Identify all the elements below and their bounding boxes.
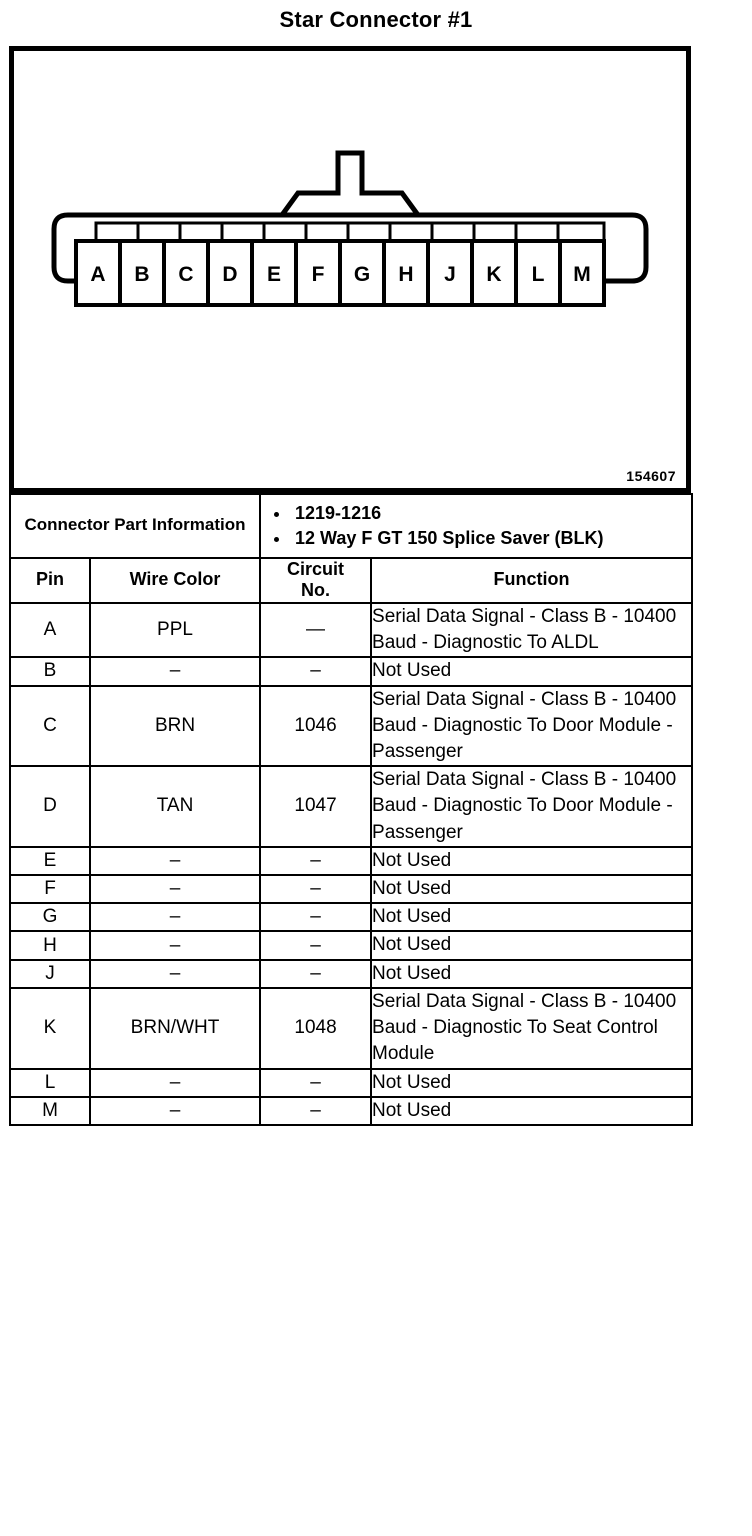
table-row: F – – Not Used [9, 874, 694, 905]
cell-pin: G [9, 902, 91, 933]
part-number-item: 1219-1216 [291, 501, 685, 526]
cell-function: Not Used [370, 1067, 694, 1098]
pin-label-l: L [532, 263, 545, 286]
cell-circuit-no: – [259, 845, 373, 877]
connector-face-svg: A B C D E F G H J K L M [51, 150, 649, 307]
cell-wire-color: TAN [88, 765, 262, 848]
cell-function: Serial Data Signal - Class B - 10400 Bau… [370, 684, 694, 768]
pin-label-f: F [312, 263, 325, 286]
cell-circuit-no: – [259, 656, 373, 687]
cell-circuit-no: – [259, 902, 373, 933]
cell-circuit-no: – [259, 874, 373, 905]
connector-part-information-label: Connector Part Information [8, 493, 262, 559]
cell-function: Not Used [370, 958, 694, 989]
pin-label-m: M [573, 263, 591, 286]
header-pin: Pin [9, 556, 91, 604]
table-row: K BRN/WHT 1048 Serial Data Signal - Clas… [9, 986, 694, 1070]
table-row: M – – Not Used [9, 1095, 694, 1127]
cell-circuit-no: 1046 [259, 684, 373, 768]
pin-label-b: B [134, 263, 149, 286]
connector-pin-table: Connector Part Information 1219-1216 12 … [8, 493, 694, 1127]
header-function: Function [370, 556, 694, 604]
cell-pin: E [9, 845, 91, 877]
part-description-item: 12 Way F GT 150 Splice Saver (BLK) [291, 526, 685, 551]
cell-pin: C [9, 684, 91, 768]
pin-label-a: A [90, 263, 105, 286]
cell-function: Not Used [370, 930, 694, 961]
cell-wire-color: – [88, 902, 262, 933]
connector-diagram-frame: A B C D E F G H J K L M 154607 [9, 46, 691, 493]
cell-circuit-no: – [259, 1095, 373, 1127]
cell-wire-color: BRN/WHT [88, 986, 262, 1070]
cell-function: Serial Data Signal - Class B - 10400 Bau… [370, 765, 694, 848]
table-row: E – – Not Used [9, 845, 694, 877]
cell-pin: K [9, 986, 91, 1070]
table-row: J – – Not Used [9, 958, 694, 989]
cell-circuit-no: – [259, 930, 373, 961]
page-title: Star Connector #1 [279, 7, 473, 32]
cell-function: Serial Data Signal - Class B - 10400 Bau… [370, 601, 694, 659]
pin-label-c: C [178, 263, 193, 286]
cell-circuit-no: 1048 [259, 986, 373, 1070]
header-wire-color: Wire Color [88, 556, 262, 604]
cell-pin: M [9, 1095, 91, 1127]
cell-function: Not Used [370, 845, 694, 877]
figure-number: 154607 [626, 468, 676, 484]
lock-tab-shape [277, 150, 423, 218]
cell-function: Not Used [370, 902, 694, 933]
header-circuit-no-line1: Circuit [287, 558, 345, 579]
table-row: B – – Not Used [9, 656, 694, 687]
cell-pin: J [9, 958, 91, 989]
upper-cavity-row [94, 221, 606, 243]
pin-label-d: D [222, 263, 237, 286]
cell-circuit-no: — [259, 601, 373, 659]
pin-letter-labels: A B C D E F G H J K L M [90, 263, 590, 286]
pin-label-h: H [398, 263, 413, 286]
cell-wire-color: – [88, 845, 262, 877]
cell-wire-color: – [88, 1095, 262, 1127]
connector-part-information-row: Connector Part Information 1219-1216 12 … [8, 493, 694, 559]
cell-wire-color: – [88, 930, 262, 961]
table-row: D TAN 1047 Serial Data Signal - Class B … [9, 765, 694, 848]
connector-part-information-values: 1219-1216 12 Way F GT 150 Splice Saver (… [259, 493, 694, 559]
cell-pin: H [9, 930, 91, 961]
cell-wire-color: PPL [88, 601, 262, 659]
cell-pin: B [9, 656, 91, 687]
cell-pin: A [9, 601, 91, 659]
pin-cavity-row [74, 239, 606, 307]
cell-pin: D [9, 765, 91, 848]
table-row: H – – Not Used [9, 930, 694, 961]
cell-circuit-no: 1047 [259, 765, 373, 848]
cell-function: Not Used [370, 874, 694, 905]
connector-drawing: A B C D E F G H J K L M [14, 137, 686, 337]
cell-wire-color: – [88, 1067, 262, 1098]
cell-circuit-no: – [259, 958, 373, 989]
pin-label-e: E [267, 263, 281, 286]
cell-function: Not Used [370, 1095, 694, 1127]
table-row: L – – Not Used [9, 1067, 694, 1098]
cell-wire-color: – [88, 656, 262, 687]
cell-pin: L [9, 1067, 91, 1098]
pin-label-k: K [486, 263, 501, 286]
cell-circuit-no: – [259, 1067, 373, 1098]
pin-label-g: G [354, 263, 370, 286]
table-row: G – – Not Used [9, 902, 694, 933]
cell-wire-color: – [88, 958, 262, 989]
cell-pin: F [9, 874, 91, 905]
cell-wire-color: BRN [88, 684, 262, 768]
pin-label-j: J [444, 263, 456, 286]
cell-function: Not Used [370, 656, 694, 687]
table-row: A PPL — Serial Data Signal - Class B - 1… [9, 601, 694, 659]
table-header-row: Pin Wire Color Circuit No. Function [9, 556, 694, 604]
table-row: C BRN 1046 Serial Data Signal - Class B … [9, 684, 694, 768]
cell-wire-color: – [88, 874, 262, 905]
header-circuit-no-line2: No. [301, 580, 331, 601]
cell-function: Serial Data Signal - Class B - 10400 Bau… [370, 986, 694, 1070]
header-circuit-no: Circuit No. [259, 556, 373, 604]
